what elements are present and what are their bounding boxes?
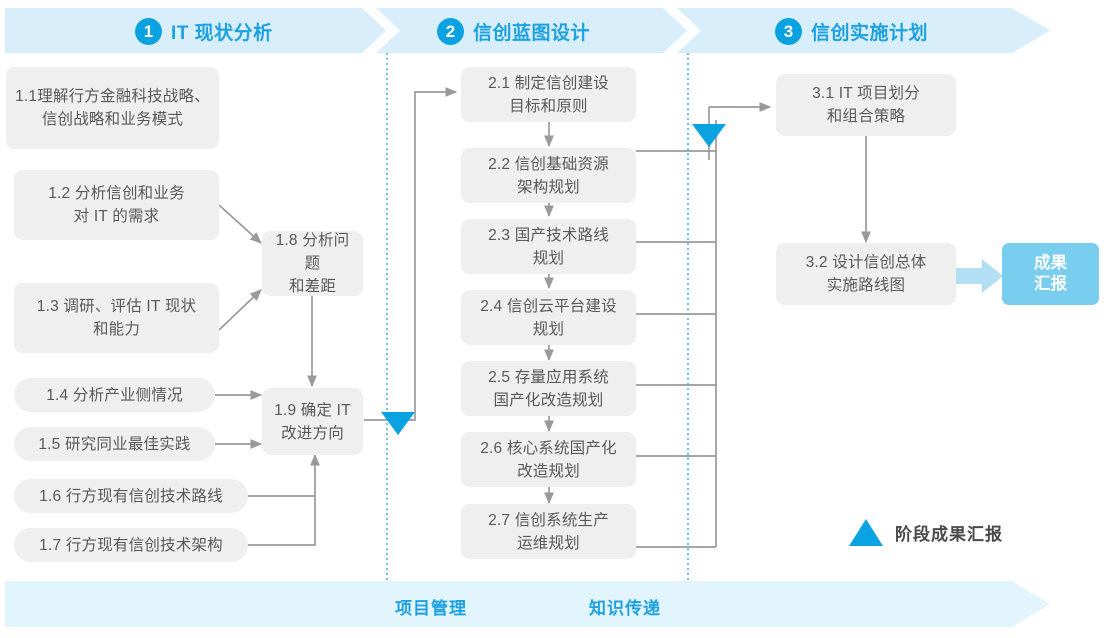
task-line-2: 规划	[532, 249, 565, 267]
task-line-2: 规划	[532, 320, 565, 338]
task-box-3-2[interactable]: 3.2 设计信创总体 实施路线图	[776, 243, 956, 305]
task-box-1-4[interactable]: 1.4 分析产业侧情况	[14, 378, 215, 412]
task-line-2: 改造规划	[517, 462, 580, 480]
task-line-1: 2.3 国产技术路线	[488, 226, 609, 244]
task-line-1: 2.1 制定信创建设	[488, 74, 609, 92]
legend: 阶段成果汇报	[849, 519, 1003, 546]
task-line-1: 2.4 信创云平台建设	[480, 297, 617, 315]
milestone-triangle-stage1	[381, 412, 415, 435]
task-line-2: 和差距	[288, 278, 337, 295]
task-line-1: 1.4 分析产业侧情况	[46, 386, 183, 404]
task-box-1-8-text: 1.8 分析问题 和差距	[269, 229, 356, 298]
task-line-1: 1.9 确定 IT	[274, 401, 351, 419]
task-box-2-1-text: 2.1 制定信创建设 目标和原则	[488, 72, 609, 118]
task-box-1-9[interactable]: 1.9 确定 IT 改进方向	[262, 388, 363, 455]
stage-title-2: 信创蓝图设计	[473, 22, 591, 44]
task-box-3-1-text: 3.1 IT 项目划分 和组合策略	[812, 82, 920, 128]
result-report-text: 成果 汇报	[1034, 253, 1067, 295]
stage-title-3: 信创实施计划	[811, 22, 929, 44]
stage-header-3[interactable]: 3 信创实施计划	[775, 14, 928, 48]
task-line-1: 2.7 信创系统生产	[488, 511, 609, 529]
task-line-1: 3.1 IT 项目划分	[812, 85, 920, 102]
task-line-1: 3.2 设计信创总体	[805, 254, 927, 271]
wire-3-2-to-result	[954, 259, 1003, 293]
task-line-1: 1.1理解行方金融科技战略、	[15, 88, 210, 105]
task-line-2: 运维规划	[517, 534, 580, 552]
task-line-1: 1.2 分析信创和业务	[48, 185, 185, 202]
task-line-1: 1.5 研究同业最佳实践	[38, 435, 191, 453]
task-box-2-3[interactable]: 2.3 国产技术路线 规划	[461, 219, 636, 274]
task-box-2-1[interactable]: 2.1 制定信创建设 目标和原则	[461, 67, 636, 122]
triangle-up-icon	[849, 519, 883, 546]
legend-label: 阶段成果汇报	[895, 525, 1003, 544]
task-line-2: 改进方向	[281, 424, 344, 442]
footer-label-project-management[interactable]: 项目管理	[395, 599, 467, 618]
task-box-1-8[interactable]: 1.8 分析问题 和差距	[262, 231, 363, 296]
milestone-triangle-stage2	[692, 124, 726, 147]
task-box-1-9-text: 1.9 确定 IT 改进方向	[274, 399, 351, 445]
stage-header-1[interactable]: 1 IT 现状分析	[135, 14, 273, 48]
wire-1-7-to-1-9	[248, 453, 320, 546]
task-line-1: 1.3 调研、评估 IT 现状	[36, 298, 197, 315]
task-box-2-6-text: 2.6 核心系统国产化 改造规划	[480, 437, 617, 483]
result-line-1: 成果	[1034, 254, 1067, 272]
task-box-1-2-text: 1.2 分析信创和业务 对 IT 的需求	[48, 182, 185, 228]
wire-1-3-to-1-8	[218, 289, 262, 331]
task-box-1-3[interactable]: 1.3 调研、评估 IT 现状 和能力	[14, 283, 219, 353]
task-box-1-3-text: 1.3 调研、评估 IT 现状 和能力	[37, 295, 196, 341]
task-box-1-1[interactable]: 1.1理解行方金融科技战略、 信创战略和业务模式	[6, 67, 219, 149]
task-line-2: 架构规划	[517, 178, 580, 196]
task-line-1: 2.2 信创基础资源	[488, 155, 609, 173]
stage-badge-1: 1	[135, 17, 162, 45]
task-box-1-7[interactable]: 1.7 行方现有信创技术架构	[14, 528, 248, 562]
task-box-2-5-text: 2.5 存量应用系统 国产化改造规划	[488, 366, 609, 412]
stage-badge-2: 2	[437, 17, 464, 45]
task-box-2-2-text: 2.2 信创基础资源 架构规划	[488, 153, 609, 199]
task-box-1-6[interactable]: 1.6 行方现有信创技术路线	[14, 479, 248, 513]
task-line-2: 国产化改造规划	[493, 391, 604, 409]
stage-header-2[interactable]: 2 信创蓝图设计	[437, 14, 590, 48]
task-box-2-3-text: 2.3 国产技术路线 规划	[488, 224, 609, 270]
task-line-1: 1.7 行方现有信创技术架构	[39, 536, 223, 554]
task-line-2: 对 IT 的需求	[73, 208, 160, 225]
stage-title-1: IT 现状分析	[171, 22, 273, 44]
stage-badge-3: 3	[775, 17, 802, 45]
task-box-2-7[interactable]: 2.7 信创系统生产 运维规划	[461, 504, 636, 559]
task-line-2: 和能力	[92, 321, 141, 338]
header-separator-1	[362, 8, 400, 53]
result-report-chip[interactable]: 成果 汇报	[1002, 243, 1099, 305]
task-box-2-5[interactable]: 2.5 存量应用系统 国产化改造规划	[461, 361, 636, 416]
task-box-1-1-text: 1.1理解行方金融科技战略、 信创战略和业务模式	[15, 85, 210, 131]
task-box-2-2[interactable]: 2.2 信创基础资源 架构规划	[461, 148, 636, 203]
task-box-2-4-text: 2.4 信创云平台建设 规划	[480, 295, 617, 341]
task-box-1-2[interactable]: 1.2 分析信创和业务 对 IT 的需求	[14, 170, 219, 240]
task-line-2: 实施路线图	[826, 277, 906, 294]
task-line-1: 2.5 存量应用系统	[488, 368, 609, 386]
footer-label-knowledge-transfer[interactable]: 知识传递	[589, 599, 661, 618]
task-box-1-5[interactable]: 1.5 研究同业最佳实践	[14, 427, 215, 461]
task-line-1: 2.6 核心系统国产化	[480, 439, 617, 457]
task-box-3-1[interactable]: 3.1 IT 项目划分 和组合策略	[776, 74, 956, 136]
header-separator-2	[663, 8, 701, 53]
wire-1-9-to-2-1	[364, 87, 458, 421]
task-box-2-6[interactable]: 2.6 核心系统国产化 改造规划	[461, 432, 636, 487]
task-line-2: 信创战略和业务模式	[41, 111, 184, 128]
task-box-2-7-text: 2.7 信创系统生产 运维规划	[488, 509, 609, 555]
footer-bar	[5, 581, 1050, 627]
wire-1-2-to-1-8	[218, 204, 262, 244]
task-line-1: 1.8 分析问题	[275, 232, 350, 272]
task-box-2-4[interactable]: 2.4 信创云平台建设 规划	[461, 290, 636, 345]
task-line-2: 和组合策略	[826, 108, 906, 125]
result-line-2: 汇报	[1034, 275, 1067, 293]
task-box-3-2-text: 3.2 设计信创总体 实施路线图	[806, 251, 927, 297]
task-line-1: 1.6 行方现有信创技术路线	[39, 487, 223, 505]
task-line-2: 目标和原则	[509, 97, 588, 115]
